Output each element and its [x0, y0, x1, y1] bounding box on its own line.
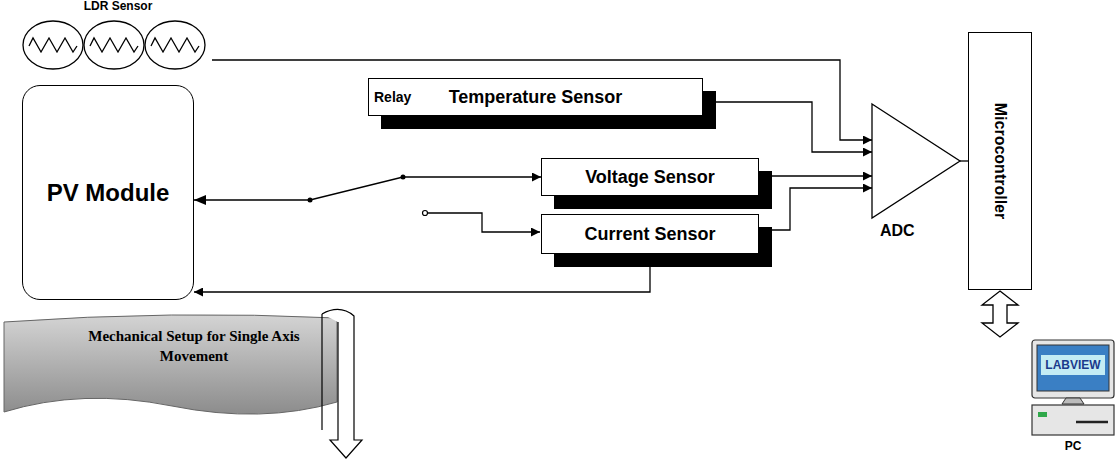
ldr-sensor: LDR Sensor — [22, 2, 214, 72]
relay-wire — [427, 213, 540, 232]
banner-text: Mechanical Setup for Single Axis Movemen… — [68, 326, 320, 367]
signal-wire — [772, 175, 872, 176]
ldr-label: LDR Sensor — [22, 0, 214, 13]
pc-computer: LABVIEW PC — [1030, 338, 1116, 459]
signal-wire — [212, 60, 872, 140]
sensor-box: Current Sensor — [541, 214, 759, 254]
output-arrowhead — [194, 195, 206, 205]
sensor-box: Voltage Sensor — [541, 158, 759, 196]
signal-wire — [772, 188, 872, 230]
mechanical-banner: Mechanical Setup for Single Axis Movemen… — [2, 312, 364, 422]
relay-pivot — [308, 198, 313, 203]
relay-label: Relay — [374, 89, 411, 105]
screen-text: LABVIEW — [1041, 355, 1105, 375]
sensor-name: Temperature Sensor — [449, 87, 623, 108]
sensor-name: Current Sensor — [584, 224, 715, 245]
signal-wire — [194, 177, 541, 200]
relay-contact — [423, 211, 428, 216]
signal-wire — [716, 102, 872, 152]
relay-contact — [401, 175, 406, 180]
pc-label: PC — [1030, 439, 1116, 453]
pv-module: PV Module — [22, 85, 194, 300]
signal-wire — [194, 267, 650, 292]
sensor-name: Voltage Sensor — [585, 167, 715, 188]
adc-label: ADC — [880, 222, 915, 240]
microcontroller-box: Microcontroller — [968, 32, 1032, 290]
module-name: PV Module — [47, 179, 170, 207]
adc-block: ADC — [872, 104, 960, 244]
data-link-arrow — [982, 291, 1018, 337]
signal-wire — [960, 160, 968, 161]
controller-name: Microcontroller — [991, 103, 1009, 219]
sensor-box: Temperature Sensor — [368, 78, 703, 116]
